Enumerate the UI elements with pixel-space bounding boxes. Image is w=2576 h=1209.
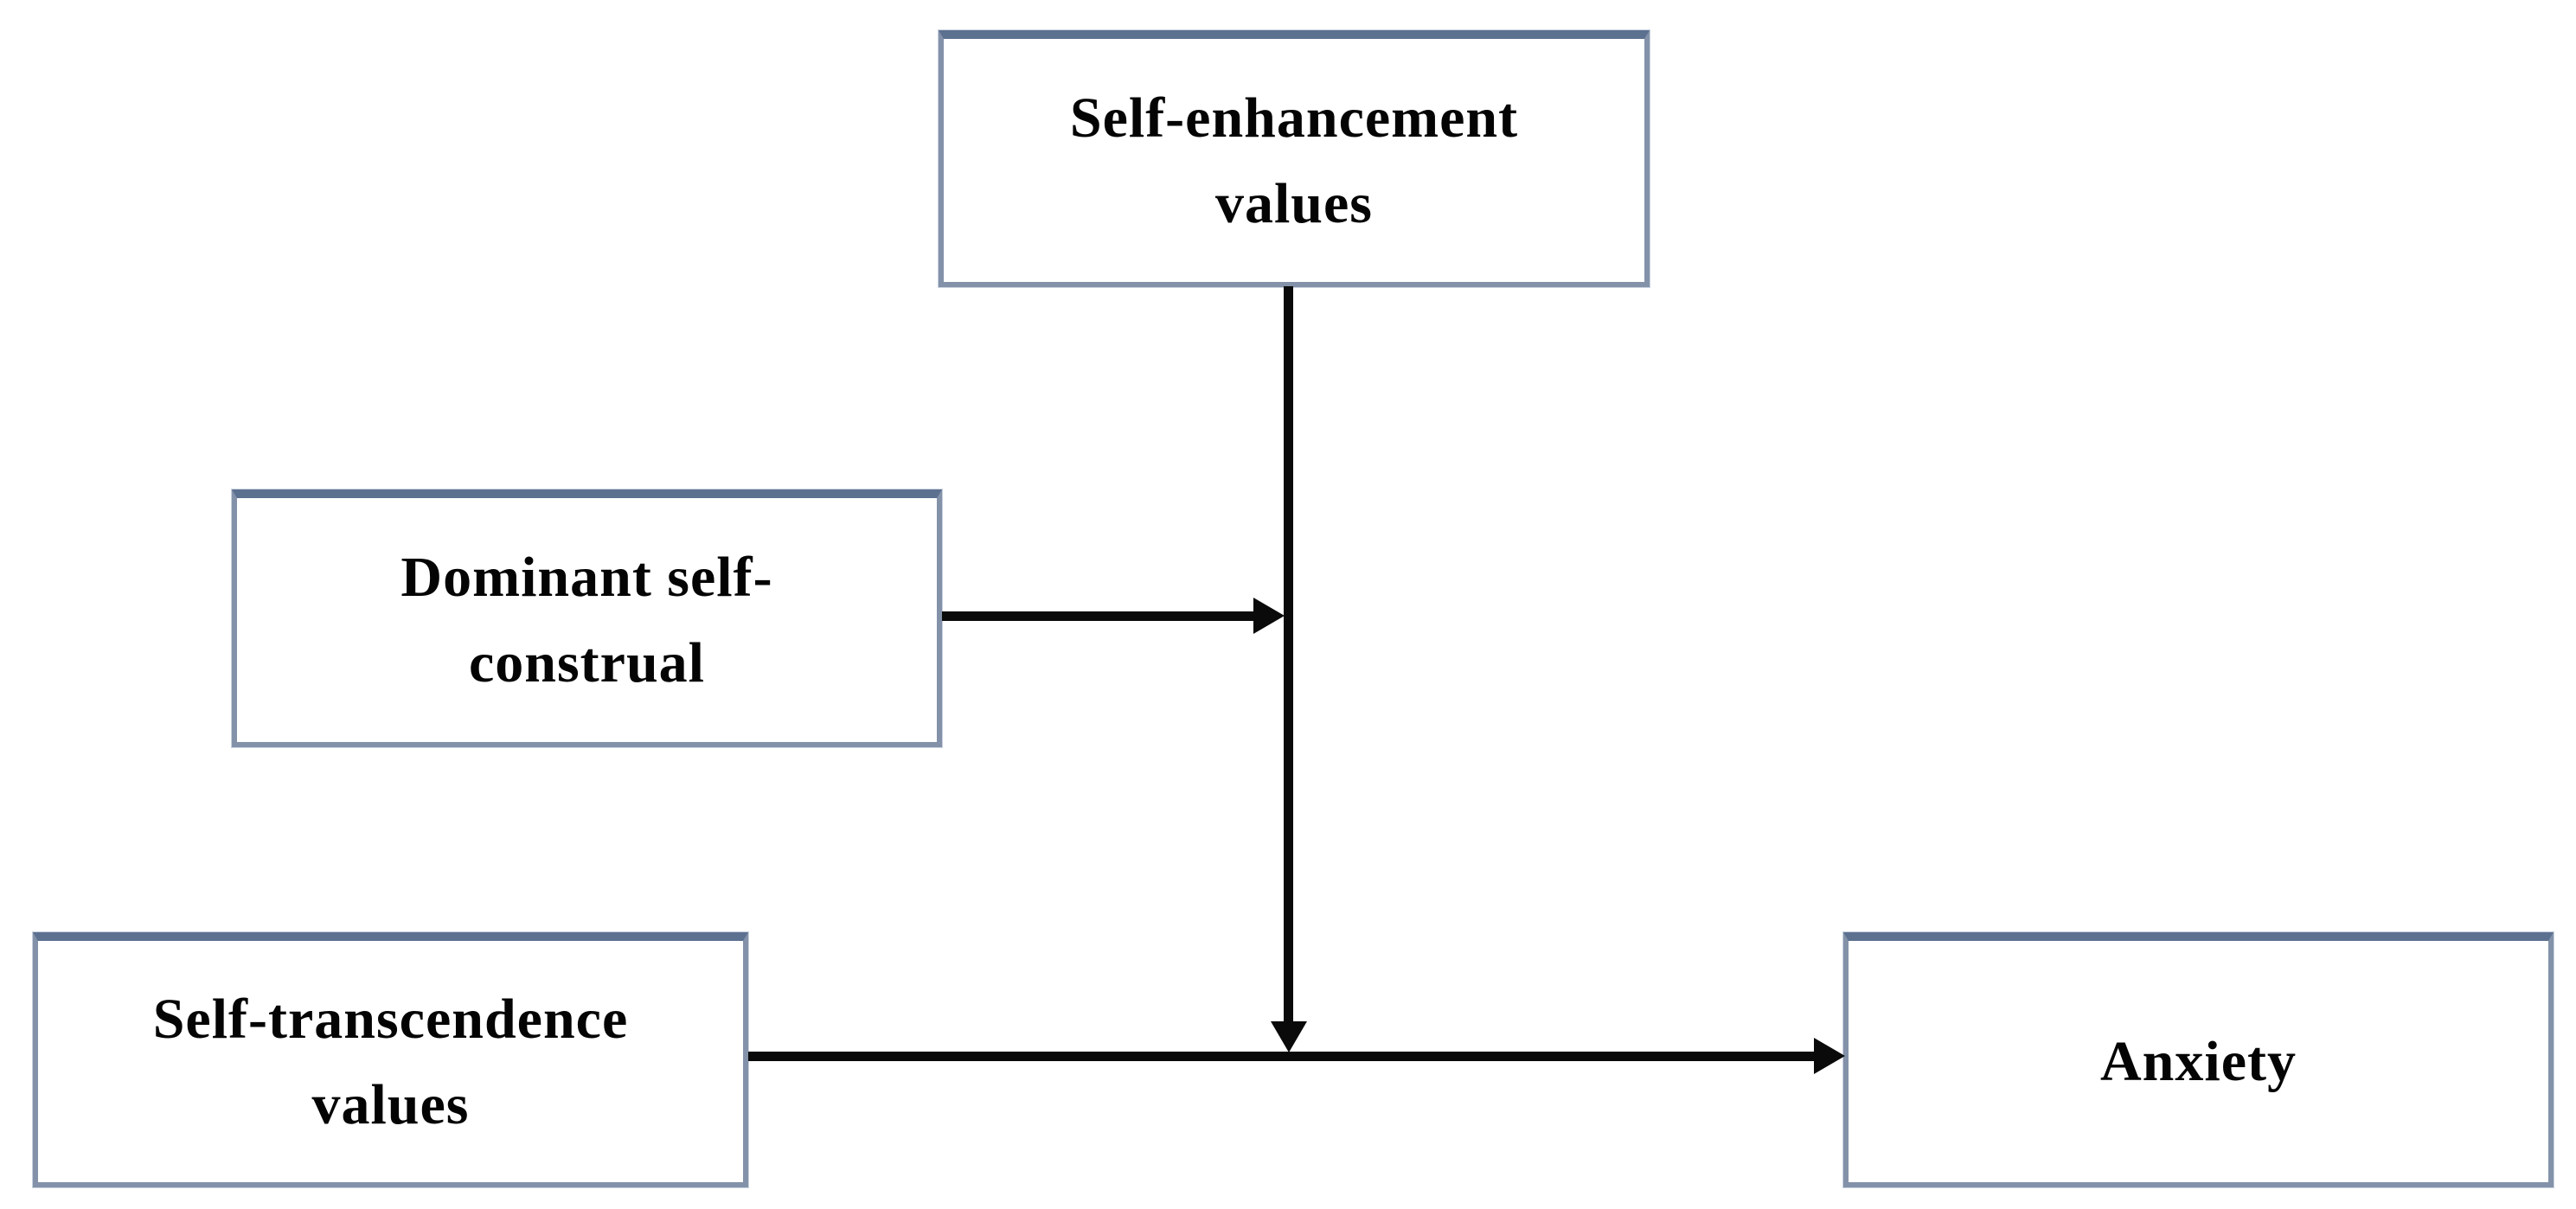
- node-label-line: values: [311, 1072, 470, 1136]
- node-label-line: Dominant self-: [400, 546, 773, 609]
- node-label-line: values: [1214, 171, 1373, 235]
- node-label-line: Anxiety: [2100, 1030, 2297, 1093]
- edge-self-transcendence-to-anxiety-shaft: [748, 1052, 1814, 1061]
- node-self-enhancement-values-label: Self-enhancement values: [1070, 75, 1518, 246]
- node-self-transcendence-values: Self-transcendence values: [33, 932, 748, 1187]
- node-dominant-self-construal: Dominant self- construal: [232, 489, 942, 747]
- node-label-line: construal: [469, 631, 705, 694]
- edge-self-enhancement-to-main-path-shaft: [1284, 286, 1293, 1021]
- arrowhead-right-icon: [1814, 1038, 1845, 1074]
- node-label-line: Self-enhancement: [1069, 86, 1519, 150]
- node-anxiety-label: Anxiety: [2100, 1019, 2297, 1104]
- arrowhead-down-icon: [1271, 1021, 1307, 1052]
- node-dominant-self-construal-label: Dominant self- construal: [400, 534, 772, 706]
- node-self-transcendence-values-label: Self-transcendence values: [153, 976, 629, 1148]
- node-anxiety: Anxiety: [1843, 932, 2554, 1187]
- node-self-enhancement-values: Self-enhancement values: [939, 30, 1650, 287]
- node-label-line: Self-transcendence: [152, 987, 629, 1051]
- arrowhead-right-icon: [1253, 598, 1285, 634]
- edge-dominant-to-moderation-line-shaft: [942, 611, 1253, 621]
